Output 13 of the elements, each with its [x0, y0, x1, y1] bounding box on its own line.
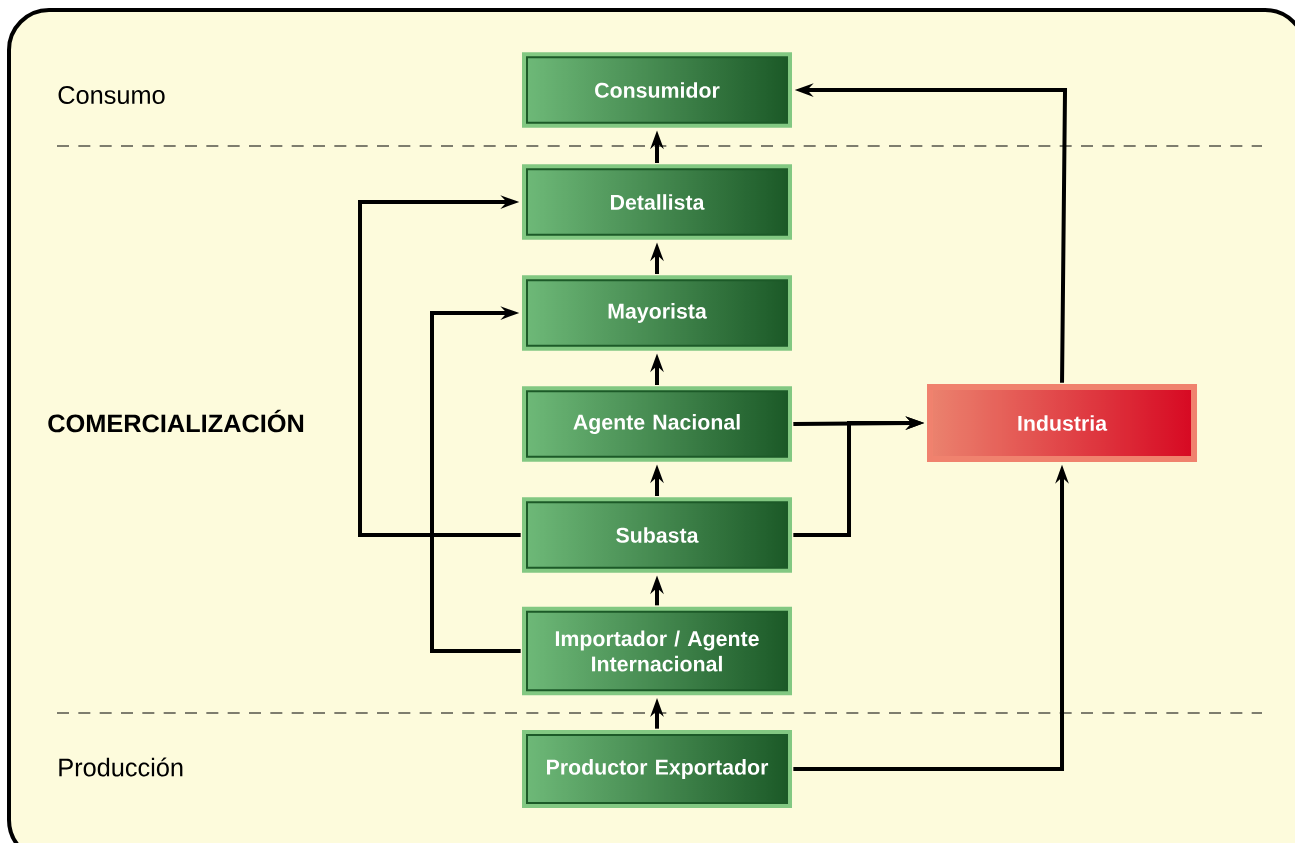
section-label: Consumo	[58, 86, 165, 104]
arrow	[430, 306, 521, 653]
arrow	[358, 195, 521, 537]
process-box: Productor Exportador	[522, 730, 792, 808]
process-box: Importador / Agente Internacional	[522, 606, 792, 696]
section-label: COMERCIALIZACIÓN	[48, 409, 304, 433]
section-label: Producción	[59, 757, 183, 777]
process-box: Consumidor	[522, 52, 792, 128]
process-box: Industria	[927, 384, 1197, 462]
process-box: Subasta	[522, 497, 792, 573]
process-box: Mayorista	[522, 275, 792, 351]
process-box: Detallista	[522, 164, 792, 240]
process-box: Agente Nacional	[522, 386, 792, 462]
